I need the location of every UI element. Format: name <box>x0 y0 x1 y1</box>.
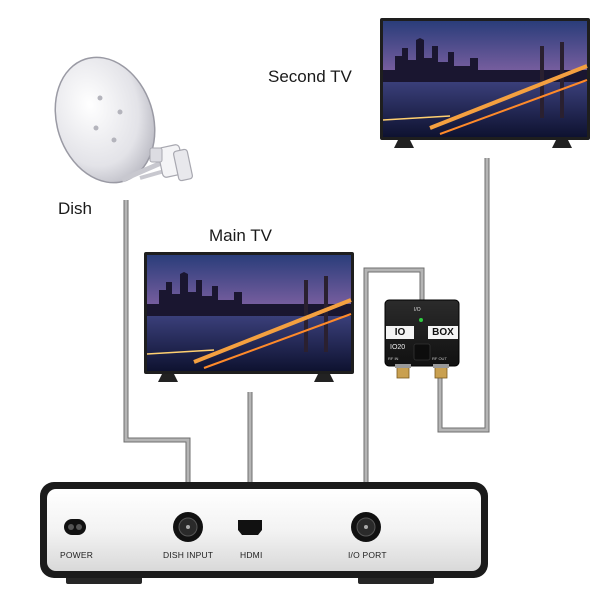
io-box-label-left: IO <box>394 327 406 338</box>
power-socket[interactable] <box>64 519 86 535</box>
second-tv <box>380 18 590 148</box>
io-box <box>384 299 460 379</box>
main-tv <box>144 252 354 382</box>
hdmi-label: HDMI <box>240 550 263 560</box>
rf-out-cable <box>437 158 490 433</box>
io-port[interactable] <box>351 512 381 542</box>
satellite-dish <box>54 56 194 184</box>
cables <box>123 158 490 516</box>
io-box-small-mark: I/O <box>414 307 421 313</box>
io-port-label: I/O PORT <box>348 550 387 560</box>
main-tv-label: Main TV <box>209 226 272 245</box>
io-box-rf-out: RF OUT <box>432 356 447 361</box>
io-box-rf-in: RF IN <box>388 356 399 361</box>
second-tv-label: Second TV <box>268 67 352 86</box>
power-label: POWER <box>60 550 94 560</box>
dish-label: Dish <box>58 199 93 218</box>
dish-input-label: DISH INPUT <box>163 550 214 560</box>
hdmi-port[interactable] <box>238 520 262 535</box>
dish-input-port[interactable] <box>173 512 203 542</box>
receiver <box>40 482 488 584</box>
io-box-label-right: BOX <box>432 327 454 338</box>
io-box-model: IO20 <box>390 344 406 351</box>
